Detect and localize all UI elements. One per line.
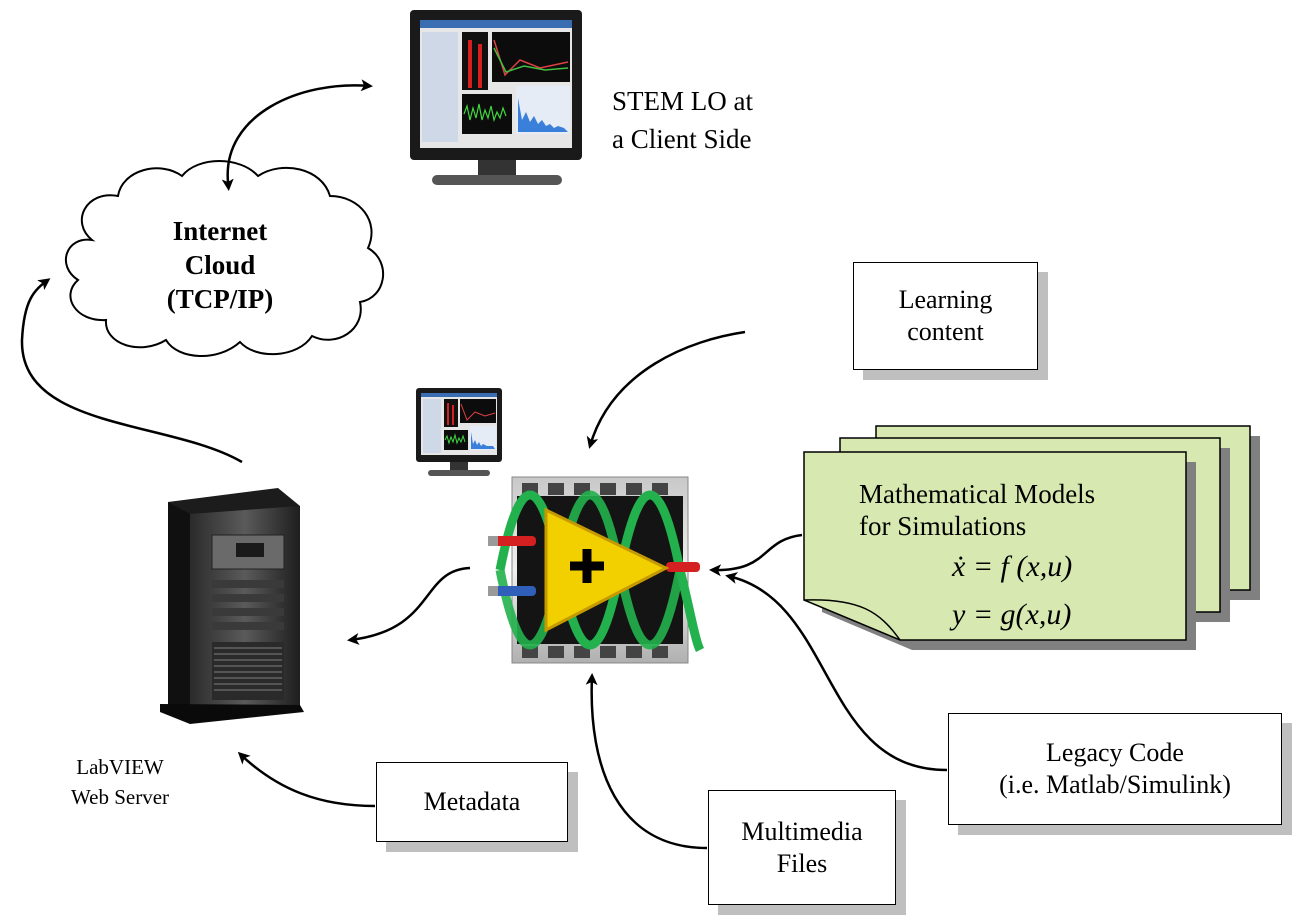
document-stack-icon	[803, 425, 1260, 650]
metadata-box: Metadata	[376, 762, 568, 842]
server-label-line2: Web Server	[70, 785, 170, 809]
legacy-code-line2: (i.e. Matlab/Simulink)	[999, 770, 1231, 799]
multimedia-box: Multimedia Files	[708, 790, 896, 905]
cloud-label: Internet Cloud (TCP/IP)	[130, 214, 310, 316]
server-cloud-arrow	[20, 278, 243, 464]
server-tower-icon	[160, 488, 304, 724]
labview-logo-icon	[488, 476, 705, 664]
models-equation-2: y = g(x,u)	[952, 598, 1072, 631]
cloud-icon	[64, 160, 385, 357]
cloud-client-arrow	[221, 79, 373, 191]
legacy-code-box: Legacy Code (i.e. Matlab/Simulink)	[948, 713, 1282, 825]
models-label-line2: for Simulations	[859, 511, 1027, 541]
models-label-line1: Mathematical Models	[859, 479, 1096, 509]
learning-content-arrow	[586, 330, 746, 449]
legacy-code-line1: Legacy Code	[1046, 738, 1184, 767]
cloud-label-line2: Cloud	[184, 250, 256, 280]
legacy-arrow	[725, 572, 948, 772]
models-equation-1: ẋ = f (x,u)	[952, 550, 1073, 583]
learning-content-line1: Learning	[898, 285, 993, 314]
client-label: STEM LO at a Client Side	[612, 82, 753, 158]
metadata-label: Metadata	[423, 787, 521, 816]
server-label: LabVIEW Web Server	[40, 752, 200, 812]
cloud-label-line1: Internet	[172, 216, 268, 246]
learning-content-box: Learning content	[853, 262, 1038, 370]
multimedia-arrow	[585, 673, 708, 850]
models-arrow	[709, 533, 803, 577]
models-label: Mathematical Models for Simulations	[859, 478, 1095, 542]
small-monitor-icon	[416, 388, 502, 476]
metadata-arrow	[237, 751, 376, 808]
client-label-line1: STEM LO at	[612, 86, 753, 116]
client-monitor-icon	[410, 10, 582, 185]
cloud-label-line3: (TCP/IP)	[166, 284, 274, 314]
labview-server-arrow	[347, 566, 471, 645]
multimedia-line1: Multimedia	[741, 816, 863, 846]
learning-content-line2: content	[907, 317, 984, 346]
client-label-line2: a Client Side	[612, 124, 752, 154]
server-label-line1: LabVIEW	[76, 755, 164, 779]
multimedia-line2: Files	[776, 848, 828, 878]
